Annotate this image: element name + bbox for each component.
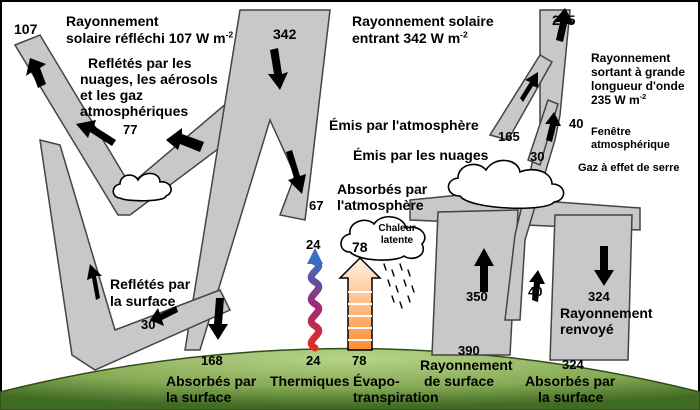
reflected-clouds-line4: atmosphériques: [80, 103, 189, 119]
window-bottom-value: 40: [528, 284, 543, 299]
evap-line2: transpiration: [353, 389, 439, 405]
surface-up-arrow: [474, 248, 494, 292]
window-arrow: [529, 270, 545, 302]
surface-radiation-line2: de surface: [424, 373, 495, 389]
surface-radiation-line1: Rayonnement: [420, 357, 513, 373]
reflected-clouds-line2: nuages, les aérosols: [80, 71, 218, 87]
window-top-value: 40: [569, 116, 584, 131]
atm-emit-arrow: [520, 72, 538, 102]
reflected-solar-value: 107: [14, 21, 38, 37]
reflected-clouds-line3: et les gaz: [80, 87, 144, 103]
incoming-solar-value: 342: [273, 26, 297, 42]
back-radiation-value: 324: [588, 289, 610, 304]
reflected-solar-label-line1: Rayonnement: [66, 13, 159, 29]
surface-radiation-column: [431, 209, 519, 356]
incoming-solar-beam: [184, 9, 331, 351]
absorbed-surface-line1: Absorbés par: [166, 373, 257, 389]
incoming-solar-label-line1: Rayonnement solaire: [352, 13, 494, 29]
reflected-clouds-line1: Reflétés par les: [88, 55, 192, 71]
absorbed-surface-value: 168: [201, 353, 223, 368]
window-line1: Fenêtre: [591, 126, 631, 138]
surface-up-value: 350: [466, 289, 488, 304]
reflected-surface-value: 30: [141, 317, 156, 332]
surface-reflect-arrow-1: [150, 306, 178, 326]
emitted-clouds-label: Émis par les nuages: [353, 147, 489, 163]
evapotranspiration-arrow: [338, 256, 382, 351]
incoming-solar-label-line2: entrant 342 W m-2: [352, 29, 468, 46]
absorbed-atm-arrow: [286, 150, 306, 194]
arrows: [26, 8, 614, 340]
window-line2: atmosphérique: [591, 139, 670, 151]
outgoing-up-arrow: [553, 8, 574, 42]
thermals-wave: [307, 258, 323, 352]
back-absorbed-line2: la surface: [538, 389, 604, 405]
absorbed-atmosphere-value: 67: [309, 198, 324, 213]
thermals-arrowhead: [307, 248, 323, 264]
surface-radiation-value: 390: [458, 343, 480, 358]
reflected-surface-line1: Reflétés par: [110, 276, 191, 292]
emitted-atmosphere-value: 165: [498, 129, 520, 144]
reflected-solar-label-line2: solaire réfléchi 107 W m-2: [66, 29, 234, 46]
back-down-arrow: [594, 246, 614, 286]
back-absorbed-value: 324: [562, 357, 584, 372]
evap-value: 78: [352, 353, 367, 368]
latent-heat-value: 78: [352, 239, 368, 255]
cloud-reflect-arrow-2: [166, 128, 204, 152]
evap-line1: Évapo-: [353, 373, 400, 389]
cloud-reflect-arrow-1: [76, 120, 116, 146]
outgoing-longwave-line2: sortant à grande: [591, 65, 686, 79]
surface-reflect-arrow-2: [87, 264, 102, 300]
outgoing-longwave-line3: longueur d'onde: [591, 79, 685, 93]
absorbed-atmosphere-line2: l'atmosphère: [337, 197, 424, 213]
latent-heat-line2: latente: [380, 235, 414, 246]
latent-heat-line1: Chaleur: [378, 223, 416, 234]
outgoing-longwave-line1: Rayonnement: [591, 51, 671, 65]
reflected-clouds-value: 77: [123, 122, 138, 137]
rain: [383, 263, 415, 309]
latent-heat-cloud: [340, 216, 426, 261]
greenhouse-gases-label: Gaz à effet de serre: [578, 162, 680, 174]
reflected-surface-line2: la surface: [110, 293, 176, 309]
absorbed-atmosphere-line1: Absorbés par: [337, 181, 428, 197]
outgoing-longwave-line4: 235 W m-2: [591, 92, 647, 107]
back-radiation-line1: Rayonnement: [560, 305, 653, 321]
thermals-label: Thermiques: [270, 373, 350, 389]
cloud-emission-beam: [527, 99, 559, 167]
left-cloud: [112, 172, 172, 202]
absorbed-surface-arrow: [208, 298, 228, 340]
back-radiation-column: [549, 214, 633, 361]
incoming-down-arrow: [268, 48, 288, 90]
outgoing-longwave-value: 235: [552, 12, 576, 28]
reflected-up-arrow: [26, 58, 46, 88]
thermals-top-value: 24: [306, 237, 321, 252]
absorbed-surface-line2: la surface: [166, 389, 232, 405]
cloud-emit-arrow: [545, 112, 561, 142]
thermals-bottom-value: 24: [306, 353, 321, 368]
back-radiation-line2: renvoyé: [560, 321, 614, 337]
surface-reflection-beam: [39, 139, 232, 371]
right-cloud: [447, 159, 565, 209]
back-absorbed-line1: Absorbés par: [525, 373, 616, 389]
emitted-atmosphere-label: Émis par l'atmosphère: [329, 117, 479, 133]
emitted-clouds-value: 30: [530, 149, 545, 164]
